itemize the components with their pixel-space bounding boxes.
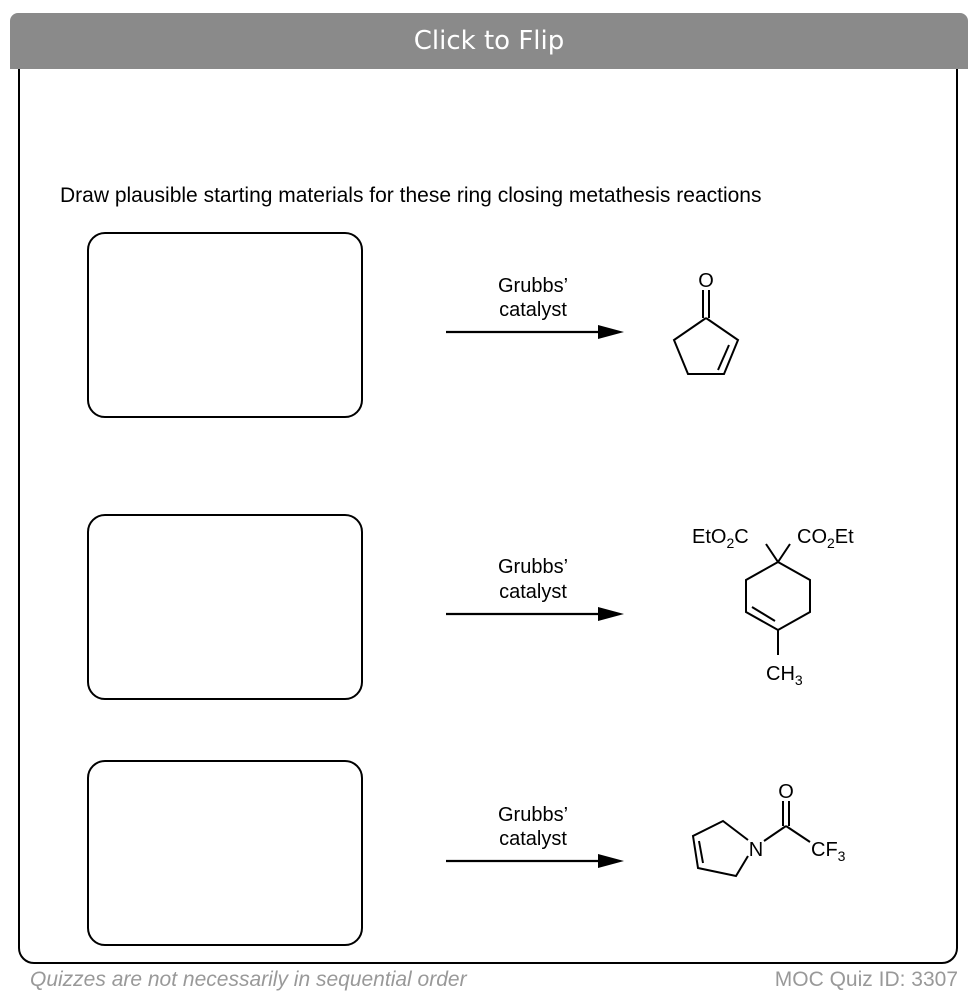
left-ester-label: EtO2C [692, 526, 749, 551]
flip-label: Click to Flip [413, 26, 565, 56]
methyl-label: CH3 [766, 663, 803, 688]
reaction-arrow [446, 607, 624, 621]
nitrogen-label: N [749, 839, 763, 861]
answer-box-2[interactable] [87, 514, 363, 700]
question-instruction: Draw plausible starting materials for th… [60, 184, 762, 207]
reagent-line2: catalyst [499, 581, 567, 603]
carbonyl-oxygen-label: O [778, 781, 794, 803]
click-to-flip-button[interactable]: Click to Flip [10, 13, 968, 69]
reagent-line2: catalyst [499, 828, 567, 850]
reagent-line1: Grubbs’ [498, 275, 568, 297]
cyclohexene-structure [745, 543, 811, 655]
reagent-line2: catalyst [499, 299, 567, 321]
reaction-3: Grubbs’ catalyst N O CF3 [446, 781, 846, 878]
reaction-arrow [446, 325, 624, 339]
carbonyl-oxygen-label: O [698, 270, 714, 292]
reaction-arrow [446, 854, 624, 868]
right-ester-label: CO2Et [797, 526, 854, 551]
footer-sequence-note: Quizzes are not necessarily in sequentia… [30, 968, 467, 991]
reaction-1: Grubbs’ catalyst O [446, 270, 740, 375]
cyclopentenone-structure [672, 290, 740, 375]
footer-quiz-id: MOC Quiz ID: 3307 [774, 968, 958, 991]
answer-box-3[interactable] [87, 760, 363, 946]
pyrroline-structure [691, 801, 811, 878]
reaction-2: Grubbs’ catalyst EtO2C CO2Et CH3 [446, 526, 854, 688]
reagent-line1: Grubbs’ [498, 804, 568, 826]
reagent-line1: Grubbs’ [498, 556, 568, 578]
answer-box-1[interactable] [87, 232, 363, 418]
trifluoromethyl-label: CF3 [811, 839, 846, 864]
